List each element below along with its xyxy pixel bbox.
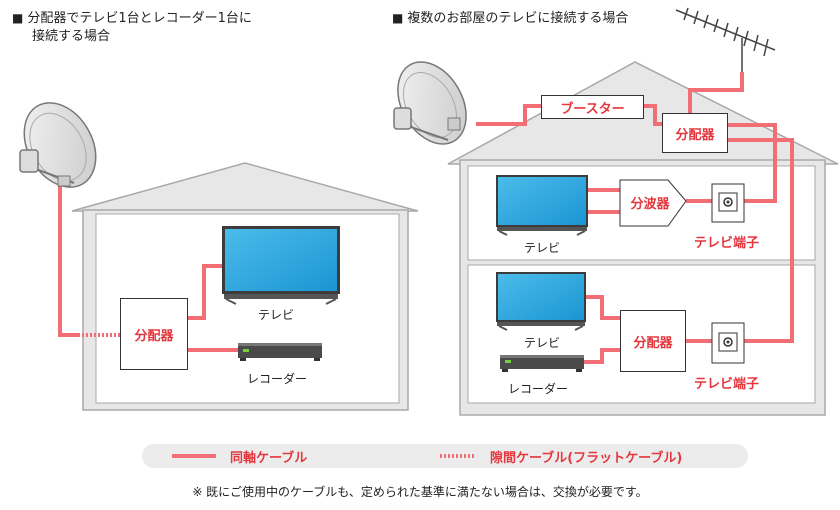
satellite-dish-icon xyxy=(393,61,467,145)
upper-terminal-label: テレビ端子 xyxy=(694,236,760,251)
right-heading: ■複数のお部屋のテレビに接続する場合 xyxy=(392,11,629,26)
recorder-icon xyxy=(500,355,584,372)
footnote: ※ 既にご使用中のケーブルも、定められた基準に満たない場合は、交換が必要です。 xyxy=(192,485,648,499)
legend: 同軸ケーブル 隙間ケーブル(フラットケーブル) xyxy=(142,444,748,468)
left-cables xyxy=(58,180,238,352)
antenna-icon xyxy=(675,7,776,72)
left-heading-line1: 分配器でテレビ1台とレコーダー1台に xyxy=(27,11,252,26)
gap-cable-swatch xyxy=(440,454,476,458)
lower-tv-label: テレビ xyxy=(524,336,561,350)
left-splitter-label: 分配器 xyxy=(134,328,174,344)
lower-splitter-box: 分配器 xyxy=(620,310,686,372)
recorder-icon xyxy=(238,343,322,361)
satellite-dish-icon xyxy=(19,102,97,188)
coax-swatch xyxy=(172,454,216,458)
wall-terminal-icon xyxy=(711,322,745,364)
top-splitter-box: 分配器 xyxy=(662,113,728,153)
booster-label: ブースター xyxy=(560,101,625,117)
coax-legend-label: 同軸ケーブル xyxy=(230,451,308,466)
lower-terminal-label: テレビ端子 xyxy=(694,377,760,392)
left-heading: ■分配器でテレビ1台とレコーダー1台に 接続する場合 xyxy=(12,11,252,44)
right-cables xyxy=(476,72,794,364)
left-splitter-box: 分配器 xyxy=(120,298,188,370)
upper-tv-label: テレビ xyxy=(524,241,561,255)
wall-terminal-icon xyxy=(711,183,745,223)
left-recorder-label: レコーダー xyxy=(247,372,308,386)
lower-recorder-label: レコーダー xyxy=(508,382,569,396)
right-heading-text: 複数のお部屋のテレビに接続する場合 xyxy=(407,11,629,26)
top-splitter-label: 分配器 xyxy=(675,127,715,143)
combiner-label-wrap: 分波器 xyxy=(620,193,680,212)
left-heading-line2: 接続する場合 xyxy=(32,29,111,44)
tv-icon xyxy=(496,272,586,331)
combiner-shape xyxy=(619,179,687,227)
tv-icon xyxy=(222,226,340,305)
tv-icon xyxy=(496,175,588,236)
gap-cable-legend-label: 隙間ケーブル(フラットケーブル) xyxy=(490,451,683,466)
left-tv-label: テレビ xyxy=(258,308,295,322)
booster-box: ブースター xyxy=(541,95,644,119)
combiner-label: 分波器 xyxy=(630,197,670,212)
lower-splitter-label: 分配器 xyxy=(633,335,673,351)
